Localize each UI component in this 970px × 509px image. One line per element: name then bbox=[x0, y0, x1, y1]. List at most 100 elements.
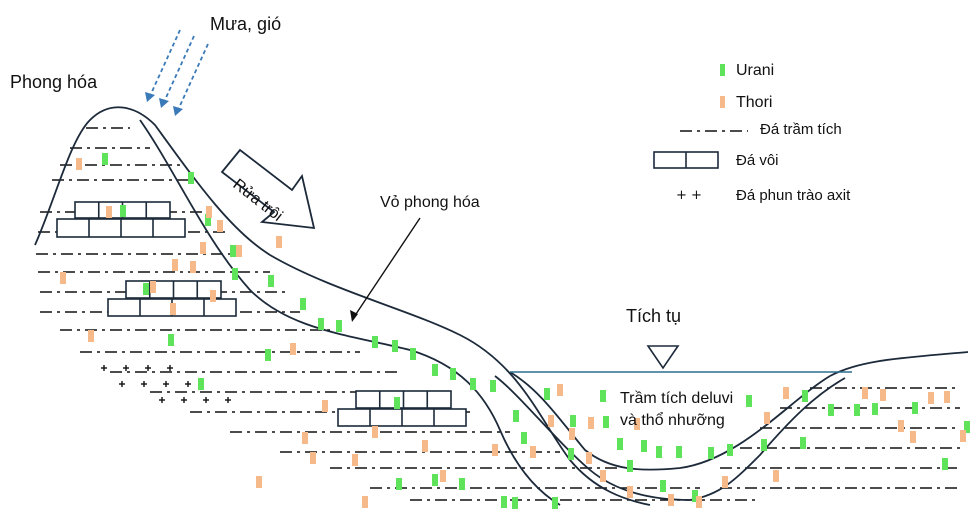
thorium-marker bbox=[172, 259, 178, 271]
uranium-marker bbox=[692, 490, 698, 502]
thorium-marker bbox=[696, 496, 702, 508]
legend-volcanic-symbol: + + bbox=[676, 188, 702, 203]
deposit-label-line1: Trầm tích deluvi bbox=[620, 390, 734, 407]
uranium-marker bbox=[432, 474, 438, 486]
thorium-marker bbox=[960, 430, 966, 442]
thorium-marker bbox=[76, 158, 82, 170]
thorium-marker bbox=[668, 494, 674, 506]
thorium-marker bbox=[290, 343, 296, 355]
uranium-marker bbox=[120, 205, 126, 217]
thorium-marker bbox=[588, 417, 594, 429]
thorium-marker bbox=[170, 303, 176, 315]
thorium-marker bbox=[627, 486, 633, 498]
uranium-marker bbox=[459, 478, 465, 490]
uranium-marker bbox=[627, 460, 633, 472]
uranium-marker bbox=[490, 380, 496, 392]
uranium-marker bbox=[912, 402, 918, 414]
legend-volcanic-label: Đá phun trào axit bbox=[736, 187, 851, 204]
uranium-marker bbox=[603, 416, 609, 428]
thorium-marker bbox=[898, 420, 904, 432]
uranium-marker bbox=[205, 214, 211, 226]
thorium-marker bbox=[236, 245, 242, 257]
uranium-marker bbox=[513, 410, 519, 422]
rain-arrowhead bbox=[145, 92, 155, 102]
uranium-marker bbox=[394, 397, 400, 409]
thorium-marker bbox=[569, 428, 575, 440]
legend-sedimentary-label: Đá trầm tích bbox=[760, 121, 842, 138]
uranium-marker bbox=[168, 334, 174, 346]
thorium-marker bbox=[60, 272, 66, 284]
uranium-marker bbox=[102, 153, 108, 165]
water-level-triangle bbox=[646, 345, 680, 370]
thorium-marker bbox=[548, 415, 554, 427]
uranium-marker bbox=[300, 298, 306, 310]
uranium-marker bbox=[854, 404, 860, 416]
thorium-marker bbox=[862, 387, 868, 399]
uranium-marker bbox=[396, 478, 402, 490]
uranium-marker bbox=[746, 395, 752, 407]
thorium-marker bbox=[372, 426, 378, 438]
accumulation-label: Tích tụ bbox=[626, 306, 682, 326]
thorium-marker bbox=[310, 452, 316, 464]
weathering-crust-label: Vỏ phong hóa bbox=[380, 194, 480, 211]
weathering-crust-pointer bbox=[351, 217, 421, 321]
uranium-marker bbox=[828, 404, 834, 416]
legend-uranium-label: Urani bbox=[736, 62, 775, 79]
thorium-marker bbox=[880, 389, 886, 401]
uranium-marker bbox=[872, 403, 878, 415]
thorium-marker bbox=[106, 206, 112, 218]
thorium-marker bbox=[634, 418, 640, 430]
thorium-marker bbox=[362, 496, 368, 508]
uranium-marker bbox=[521, 432, 527, 444]
uranium-marker bbox=[617, 438, 623, 450]
rain-arrow bbox=[149, 29, 181, 97]
legend-limestone-label: Đá vôi bbox=[736, 152, 779, 169]
thorium-marker bbox=[492, 444, 498, 456]
thorium-marker bbox=[783, 387, 789, 399]
deposit-label-line2: và thổ nhưỡng bbox=[620, 412, 725, 429]
thorium-marker bbox=[944, 391, 950, 403]
rain-arrowheads bbox=[145, 92, 183, 116]
acid-volcanic-rock-marks bbox=[101, 365, 231, 403]
thorium-marker bbox=[206, 206, 212, 218]
thorium-marker bbox=[910, 431, 916, 443]
thorium-marker bbox=[210, 290, 216, 302]
thorium-marker bbox=[200, 242, 206, 254]
uranium-marker bbox=[336, 320, 342, 332]
uranium-marker bbox=[568, 448, 574, 460]
thorium-marker bbox=[322, 400, 328, 412]
thorium-marker bbox=[150, 281, 156, 293]
uranium-marker bbox=[600, 390, 606, 402]
uranium-marker bbox=[727, 444, 733, 456]
legend-uranium-swatch bbox=[720, 64, 725, 76]
basin-floor-outline bbox=[494, 375, 846, 501]
weathering-crust-pointer-head bbox=[350, 310, 358, 322]
leaching-arrow bbox=[220, 148, 316, 230]
uranium-marker bbox=[552, 497, 558, 509]
uranium-marker bbox=[802, 390, 808, 402]
uranium-marker bbox=[265, 349, 271, 361]
thorium-marker bbox=[530, 446, 536, 458]
rain-arrowhead bbox=[159, 98, 169, 108]
uranium-marker bbox=[660, 480, 666, 492]
thorium-marker bbox=[217, 220, 223, 232]
rain-arrows bbox=[149, 29, 209, 111]
uranium-marker bbox=[318, 318, 324, 330]
weathered-hill-outline bbox=[34, 106, 651, 506]
uranium-marker bbox=[232, 268, 238, 280]
uranium-marker bbox=[230, 245, 236, 257]
thorium-marker bbox=[440, 470, 446, 482]
thorium-marker bbox=[352, 454, 358, 466]
uranium-marker bbox=[501, 496, 507, 508]
thorium-marker bbox=[600, 470, 606, 482]
uranium-marker bbox=[372, 336, 378, 348]
uranium-marker bbox=[432, 364, 438, 376]
rain-arrow bbox=[163, 35, 195, 103]
uranium-marker bbox=[512, 497, 518, 509]
legend-thorium-swatch bbox=[720, 96, 725, 108]
uranium-marker bbox=[641, 440, 647, 452]
sedimentary-rock-hatching bbox=[36, 127, 960, 501]
thorium-marker bbox=[722, 476, 728, 488]
uranium-marker bbox=[410, 348, 416, 360]
